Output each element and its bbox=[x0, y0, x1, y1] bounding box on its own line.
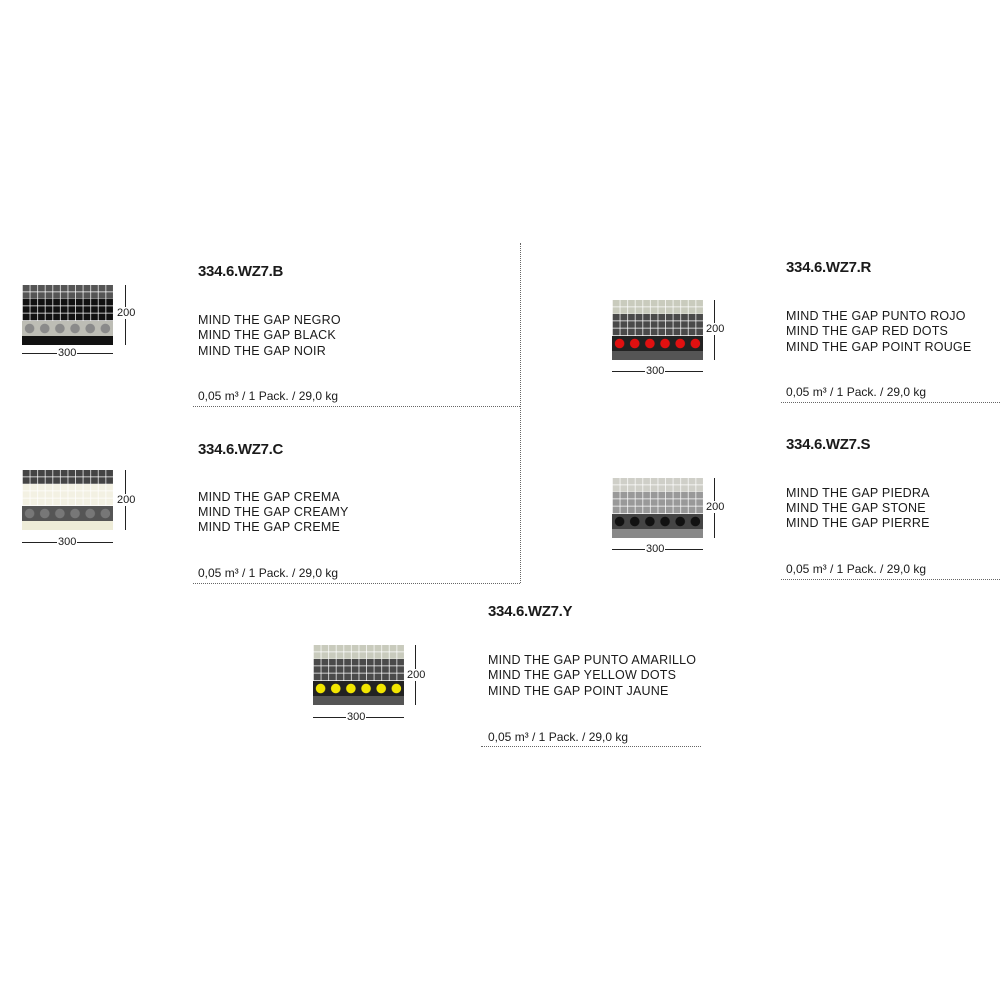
swatch-bottom-band bbox=[612, 351, 703, 360]
product-name: MIND THE GAP POINT ROUGE bbox=[786, 340, 972, 354]
product-name: MIND THE GAP CREME bbox=[198, 520, 341, 534]
swatch-middle-band bbox=[612, 492, 703, 514]
swatch-dot-band bbox=[22, 321, 113, 336]
height-dimension: 200 bbox=[406, 669, 427, 681]
item-divider bbox=[781, 402, 1000, 403]
height-dimension: 200 bbox=[705, 323, 726, 335]
width-dimension: 300 bbox=[645, 365, 666, 377]
product-code: 334.6.WZ7.S bbox=[786, 436, 871, 453]
product-spec: 0,05 m³ / 1 Pack. / 29,0 kg bbox=[786, 385, 927, 399]
product-name: MIND THE GAP PUNTO AMARILLO bbox=[488, 653, 697, 667]
item-divider bbox=[193, 583, 520, 584]
tile-swatch-image bbox=[612, 300, 703, 360]
swatch-middle-band bbox=[313, 659, 404, 681]
swatch-middle-band bbox=[612, 314, 703, 336]
swatch-bottom-band bbox=[612, 529, 703, 538]
product-spec: 0,05 m³ / 1 Pack. / 29,0 kg bbox=[198, 566, 339, 580]
tile-swatch-image bbox=[22, 285, 113, 345]
product-code: 334.6.WZ7.B bbox=[198, 263, 284, 280]
swatch-top-band bbox=[612, 300, 703, 314]
width-dimension: 300 bbox=[57, 347, 78, 359]
swatch-bottom-band bbox=[22, 336, 113, 345]
product-code: 334.6.WZ7.C bbox=[198, 441, 284, 458]
product-code: 334.6.WZ7.Y bbox=[488, 603, 573, 620]
item-divider bbox=[481, 746, 701, 747]
product-spec: 0,05 m³ / 1 Pack. / 29,0 kg bbox=[198, 389, 339, 403]
swatch-top-band bbox=[22, 470, 113, 484]
product-spec: 0,05 m³ / 1 Pack. / 29,0 kg bbox=[488, 730, 629, 744]
product-name: MIND THE GAP NOIR bbox=[198, 344, 326, 358]
height-dimension: 200 bbox=[116, 494, 137, 506]
product-name: MIND THE GAP STONE bbox=[786, 501, 926, 515]
width-dimension: 300 bbox=[346, 711, 367, 723]
product-spec: 0,05 m³ / 1 Pack. / 29,0 kg bbox=[786, 562, 927, 576]
product-name: MIND THE GAP CREMA bbox=[198, 490, 341, 504]
product-name: MIND THE GAP PUNTO ROJO bbox=[786, 309, 966, 323]
item-divider bbox=[781, 579, 1000, 580]
width-dimension: 300 bbox=[645, 543, 666, 555]
tile-swatch-image bbox=[313, 645, 404, 705]
swatch-top-band bbox=[612, 478, 703, 492]
product-name: MIND THE GAP POINT JAUNE bbox=[488, 684, 669, 698]
product-name: MIND THE GAP YELLOW DOTS bbox=[488, 668, 677, 682]
tile-swatch-image bbox=[612, 478, 703, 538]
product-name: MIND THE GAP NEGRO bbox=[198, 313, 341, 327]
height-dimension: 200 bbox=[116, 307, 137, 319]
swatch-dot-band bbox=[612, 336, 703, 351]
swatch-middle-band bbox=[22, 299, 113, 321]
height-dimension: 200 bbox=[705, 501, 726, 513]
swatch-top-band bbox=[22, 285, 113, 299]
swatch-dot-band bbox=[612, 514, 703, 529]
swatch-middle-band bbox=[22, 484, 113, 506]
product-name: MIND THE GAP RED DOTS bbox=[786, 324, 949, 338]
swatch-dot-band bbox=[313, 681, 404, 696]
product-name: MIND THE GAP BLACK bbox=[198, 328, 336, 342]
product-code: 334.6.WZ7.R bbox=[786, 259, 872, 276]
swatch-dot-band bbox=[22, 506, 113, 521]
product-name: MIND THE GAP CREAMY bbox=[198, 505, 349, 519]
column-divider bbox=[520, 243, 521, 583]
product-name: MIND THE GAP PIERRE bbox=[786, 516, 930, 530]
swatch-bottom-band bbox=[22, 521, 113, 530]
swatch-top-band bbox=[313, 645, 404, 659]
width-dimension: 300 bbox=[57, 536, 78, 548]
swatch-bottom-band bbox=[313, 696, 404, 705]
item-divider bbox=[193, 406, 520, 407]
tile-swatch-image bbox=[22, 470, 113, 530]
product-name: MIND THE GAP PIEDRA bbox=[786, 486, 930, 500]
